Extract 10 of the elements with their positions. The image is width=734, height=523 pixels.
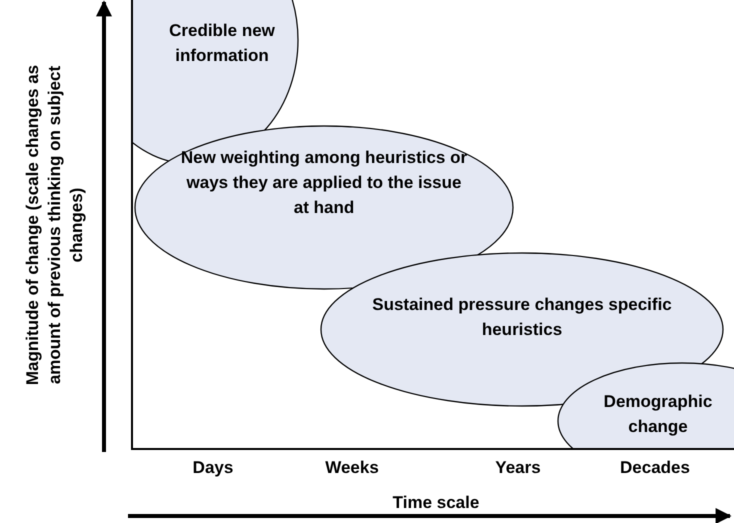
ellipse-label: New weighting among heuristics or ways they are applied to the issue at hand — [180, 147, 468, 219]
tick-label: Decades — [620, 458, 690, 478]
ellipse-label: Demographic change — [602, 391, 714, 438]
tick-label: Days — [192, 458, 234, 478]
axis-title: Time scale — [392, 493, 480, 513]
ellipse-label: Sustained pressure changes specific heuristics — [371, 294, 673, 341]
tick-label: Years — [495, 458, 541, 478]
axis-title: Magnitude of change (scale changes as amount of previous thinking on subject changes) — [22, 64, 87, 388]
ellipse-label: Credible new information — [168, 20, 276, 67]
tick-label: Weeks — [325, 458, 379, 478]
